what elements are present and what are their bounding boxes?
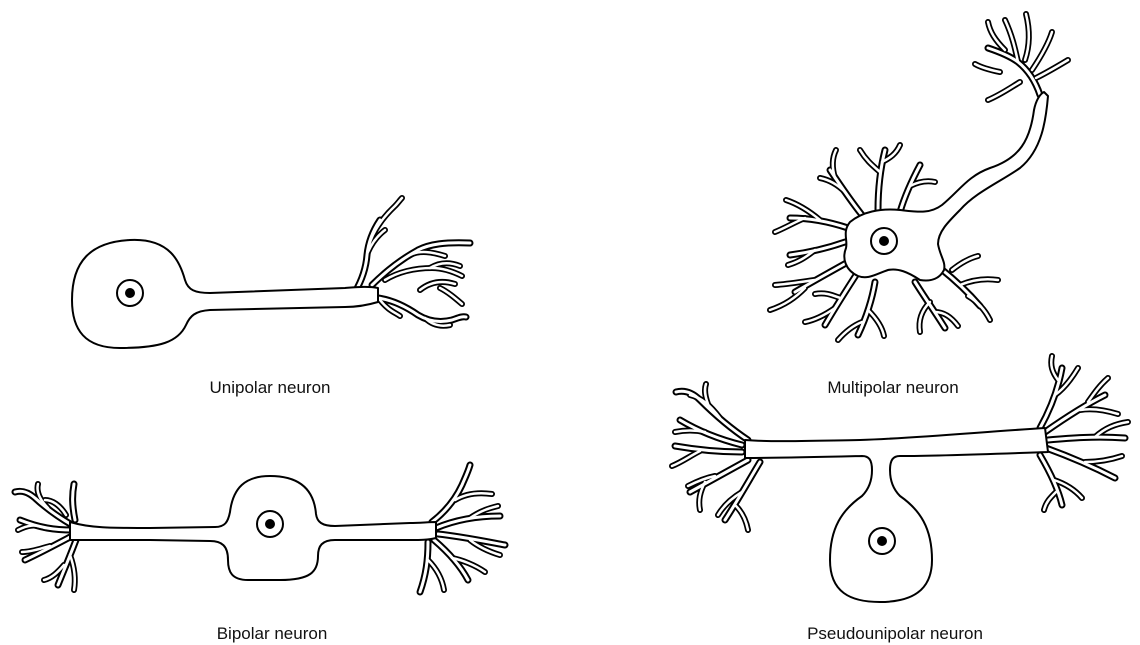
unipolar-neuron — [72, 198, 470, 348]
bipolar-neuron-label: Bipolar neuron — [217, 624, 328, 644]
multipolar-soma — [844, 92, 1048, 281]
bipolar-left-dendrites — [15, 484, 76, 590]
multipolar-axon-terminal — [975, 14, 1068, 100]
pseudounipolar-nucleus — [869, 528, 895, 554]
pseudounipolar-soma — [745, 428, 1048, 602]
multipolar-nucleus — [871, 228, 897, 254]
multipolar-neuron — [770, 14, 1068, 340]
unipolar-terminal-branches — [355, 198, 470, 326]
unipolar-neuron-label: Unipolar neuron — [210, 378, 331, 398]
unipolar-nucleus — [117, 280, 143, 306]
bipolar-nucleus — [257, 511, 283, 537]
multipolar-neuron-label: Multipolar neuron — [827, 378, 958, 398]
bipolar-neuron — [15, 465, 505, 592]
pseudounipolar-neuron-label: Pseudounipolar neuron — [807, 624, 983, 644]
pseudounipolar-right-dendrites — [1040, 356, 1128, 510]
bipolar-soma — [70, 476, 436, 580]
